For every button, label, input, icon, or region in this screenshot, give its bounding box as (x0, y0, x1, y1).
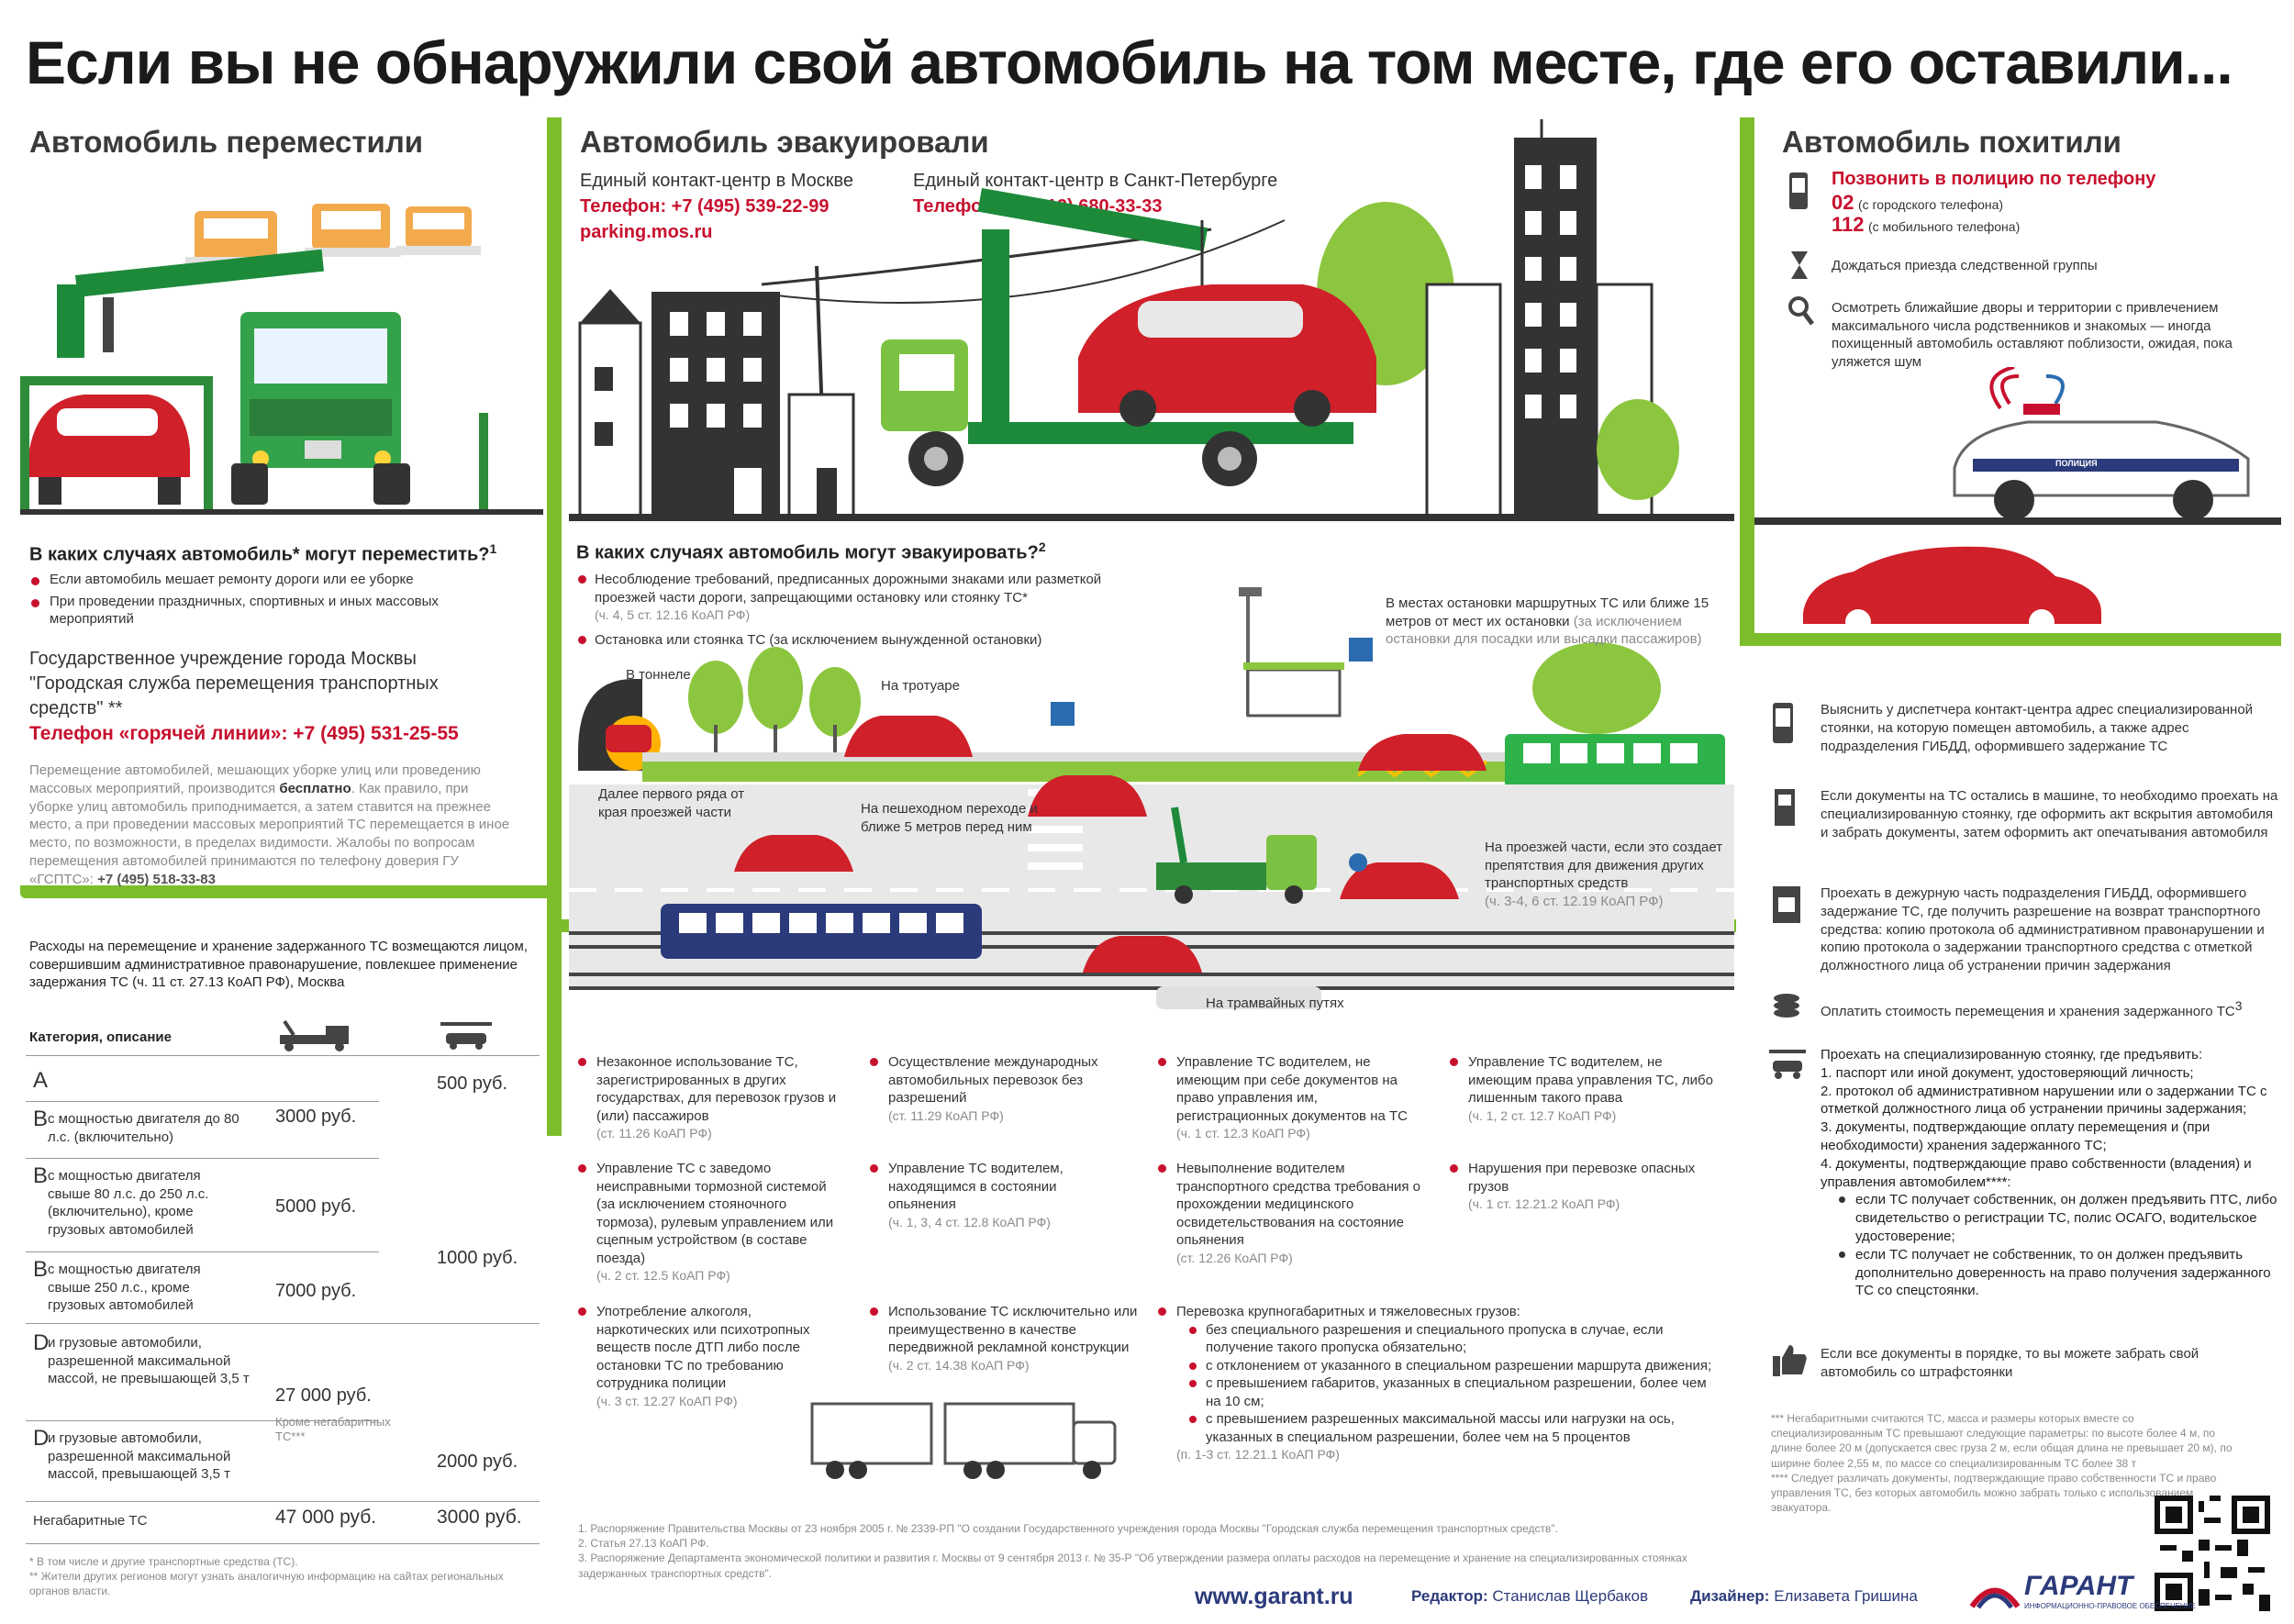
police-car-illustration (1953, 367, 2250, 520)
road-scene-illustration (569, 587, 1734, 1009)
phone-icon (1773, 703, 1793, 743)
step-item: Проехать в дежурную часть подразделения … (1821, 885, 2265, 974)
parking-icon (440, 1022, 492, 1050)
step-item: Если документы на ТС остались в машине, … (1821, 788, 2278, 840)
evacuated-heading: Автомобиль эвакуировали (580, 125, 989, 159)
violation-item: Использование ТС исключительно или преим… (870, 1303, 1154, 1374)
moved-hotline: Телефон «горячей линии»: +7 (495) 531-25… (29, 723, 459, 744)
police-number-landline: 02 (с городского телефона) (1832, 191, 2004, 214)
spb-contact-label: Единый контакт-центр в Санкт-Петербурге (913, 171, 1278, 191)
editor-credit: Редактор: Станислав Щербаков (1411, 1587, 1648, 1605)
garant-logo-icon (1969, 1587, 2021, 1609)
garant-logo-subtitle: ИНФОРМАЦИОННО-ПРАВОВОЕ ОБЕСПЕЧЕНИЕ (2024, 1602, 2196, 1610)
moved-question: В каких случаях автомобиль* могут переме… (29, 541, 497, 565)
stolen-car-silhouette (1803, 546, 2101, 631)
moved-heading: Автомобиль переместили (29, 125, 424, 159)
tow-truck-icon (280, 1019, 349, 1051)
footnotes-middle: 1. Распоряжение Правительства Москвы от … (578, 1522, 1687, 1580)
evacuated-case: Остановка или стоянка ТС (за исключением… (578, 631, 1136, 650)
semi-truck-illustration (810, 1402, 1117, 1479)
stolen-road (1754, 517, 2281, 525)
wait-investigators: Дождаться приезда следственной группы (1832, 258, 2098, 273)
violation-item: Нарушения при перевозке опасных грузов(ч… (1450, 1160, 1716, 1214)
page-title: Если вы не обнаружили свой автомобиль на… (26, 28, 2233, 96)
footnotes-right: *** Негабаритными считаются ТС, масса и … (1771, 1412, 2233, 1515)
documents-icon (1775, 789, 1795, 826)
violation-item: Управление ТС водителем, не имеющим при … (1158, 1053, 1424, 1143)
cost-row: Негабаритные ТС 47 000 руб. 3000 руб. (33, 1507, 522, 1529)
qr-code[interactable] (2155, 1496, 2270, 1611)
crane-truck-illustration (20, 204, 543, 515)
cost-row: B с мощностью двигателя свыше 80 л.с. до… (33, 1163, 518, 1268)
violation-item: Невыполнение водителем транспортного сре… (1158, 1160, 1424, 1267)
label-tram: На трамвайных путях (1206, 996, 1344, 1011)
label-stops: В местах остановки маршрутных ТС или бли… (1386, 595, 1709, 647)
thumbs-up-icon (1773, 1345, 1807, 1376)
divider-left (547, 117, 562, 1136)
label-tunnel: В тоннеле (626, 667, 691, 683)
cost-row: A 500 руб. (33, 1068, 508, 1094)
cost-row: D и грузовые автомобили, разрешенной мак… (33, 1426, 518, 1482)
costs-intro: Расходы на перемещение и хранение задерж… (29, 939, 528, 990)
label-first-row: Далее первого ряда от края проезжей част… (598, 786, 745, 820)
coins-icon (1774, 994, 1799, 1018)
divider-right (1740, 117, 1754, 645)
phone-icon (1789, 172, 1808, 209)
cost-row: B с мощностью двигателя до 80 л.с. (вклю… (33, 1107, 357, 1145)
stolen-heading: Автомобиль похитили (1782, 125, 2121, 159)
parking-lot-icon (1769, 1050, 1806, 1079)
label-sidewalk: На тротуаре (881, 678, 960, 694)
footnotes-left: * В том числе и другие транспортные сред… (29, 1555, 504, 1598)
site-link[interactable]: www.garant.ru (1195, 1584, 1353, 1609)
violation-item: Управление ТС с заведомо неисправными то… (578, 1160, 844, 1285)
oversize-cargo: Перевозка крупногабаритных и тяжеловесны… (1158, 1303, 1718, 1464)
violation-item: Управление ТС водителем, находящимся в с… (870, 1160, 1127, 1231)
label-roadway: На проезжей части, если это создает преп… (1485, 840, 1723, 909)
police-number-mobile: 112 (с мобильного телефона) (1832, 213, 2021, 236)
moscow-phone[interactable]: Телефон: +7 (495) 539-22-99 (580, 196, 830, 217)
costs-header: Категория, описание (29, 1029, 172, 1045)
left-panel-bottom (20, 885, 551, 898)
magnifier-icon (1788, 296, 1814, 326)
evacuated-case: Несоблюдение требований, предписанных до… (578, 571, 1136, 625)
violation-item: Употребление алкоголя, наркотических или… (578, 1303, 844, 1410)
divider-right-bottom (1740, 633, 2281, 646)
moscow-contact-label: Единый контакт-центр в Москве (580, 171, 854, 191)
police-car-label: ПОЛИЦИЯ (2055, 459, 2098, 468)
step-item: Оплатить стоимость перемещения и хранени… (1821, 998, 2243, 1019)
step-item: Выяснить у диспетчера контакт-центра адр… (1821, 702, 2254, 754)
moscow-site-link[interactable]: parking.mos.ru (580, 222, 713, 242)
moved-org: Государственное учреждение города Москвы… (29, 649, 439, 718)
documents-list: Проехать на специализированную стоянку, … (1821, 1047, 2277, 1299)
designer-credit: Дизайнер: Елизавета Гришина (1690, 1587, 1918, 1605)
moved-case: При проведении праздничных, спортивных и… (29, 593, 507, 628)
call-police: Позвонить в полицию по телефону (1832, 169, 2156, 189)
cost-row: D и грузовые автомобили, разрешенной мак… (33, 1330, 391, 1444)
city-evacuation-illustration (569, 119, 1734, 521)
violation-item: Осуществление международных автомобильны… (870, 1053, 1127, 1125)
violation-item: Незаконное использование ТС, зарегистрир… (578, 1053, 844, 1143)
garant-logo: ГАРАНТ (2024, 1571, 2133, 1601)
hourglass-icon (1791, 251, 1808, 279)
moved-description: Перемещение автомобилей, мешающих уборке… (29, 762, 510, 887)
moved-cases: Если автомобиль мешает ремонту дороги ил… (29, 571, 507, 632)
violation-item: Управление ТС водителем, не имеющим прав… (1450, 1053, 1716, 1125)
cost-row: B с мощностью двигателя свыше 250 л.с., … (33, 1257, 357, 1313)
final-step: Если все документы в порядке, то вы може… (1821, 1346, 2199, 1380)
moved-case: Если автомобиль мешает ремонту дороги ил… (29, 571, 507, 589)
evacuated-question: В каких случаях автомобиль могут эвакуир… (576, 539, 1046, 563)
search-nearby: Осмотреть ближайшие дворы и территории с… (1832, 300, 2233, 370)
label-crossing: На пешеходном переходе и ближе 5 метров … (861, 801, 1038, 835)
police-station-icon (1773, 886, 1800, 923)
